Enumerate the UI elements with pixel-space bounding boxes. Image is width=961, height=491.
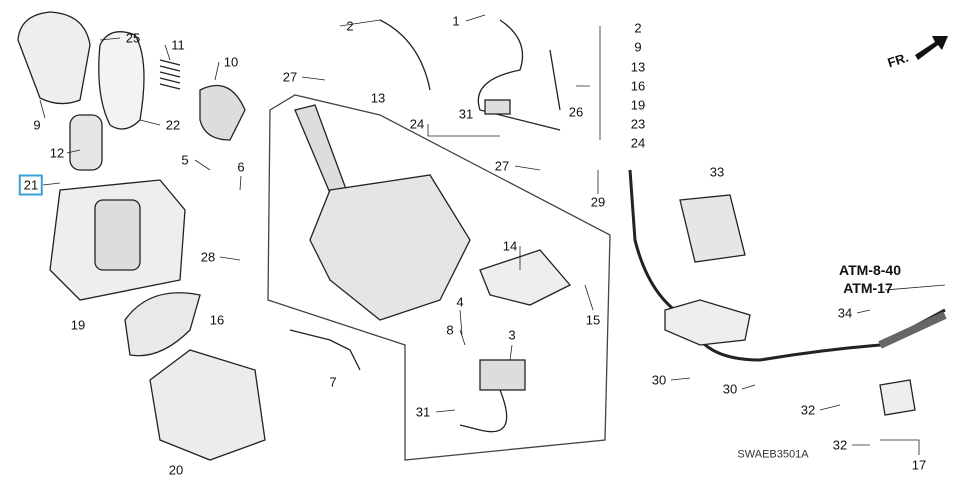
callout-8: 8 xyxy=(446,322,454,338)
callout-32: 32 xyxy=(800,402,816,418)
leader-lines xyxy=(39,14,920,455)
callout-27b: 27 xyxy=(494,158,510,174)
callout-19: 19 xyxy=(70,317,86,333)
callout-28: 28 xyxy=(200,249,216,265)
callout-24: 24 xyxy=(409,116,425,132)
callout-15: 15 xyxy=(585,312,601,328)
indicator-window-part xyxy=(94,199,141,271)
callout-16: 16 xyxy=(209,312,225,328)
callout-11: 11 xyxy=(171,37,185,53)
callout-27: 27 xyxy=(282,69,298,85)
common-part-23: 23 xyxy=(630,116,646,132)
reference-atm-17[interactable]: ATM-17 xyxy=(843,280,893,296)
solenoid-3-part xyxy=(479,359,526,391)
callout-21-highlighted[interactable]: 21 xyxy=(18,174,44,196)
callout-10: 10 xyxy=(223,54,239,70)
common-part-9: 9 xyxy=(634,39,642,55)
reference-pointer-line xyxy=(884,284,946,291)
callout-22: 22 xyxy=(165,117,181,133)
cable-plate-part xyxy=(664,299,751,346)
cover-part xyxy=(124,292,201,357)
bracket-14-part xyxy=(479,249,572,306)
rod-7-part xyxy=(289,329,361,371)
callout-1: 1 xyxy=(452,13,460,29)
assembly-boundary xyxy=(267,94,611,461)
knob-ring-part xyxy=(98,31,145,130)
callout-7: 7 xyxy=(329,374,337,390)
shift-cable-part xyxy=(628,169,946,362)
callout-4: 4 xyxy=(456,294,464,310)
common-part-16: 16 xyxy=(630,78,646,94)
front-arrow-icon xyxy=(915,36,948,60)
diagram-code: SWAEB3501A xyxy=(737,448,809,461)
callout-30: 30 xyxy=(651,372,667,388)
callout-3: 3 xyxy=(508,327,516,343)
callout-30b: 30 xyxy=(722,381,738,397)
callout-34: 34 xyxy=(837,305,853,321)
callout-5: 5 xyxy=(181,152,189,168)
harness-part xyxy=(379,19,561,131)
callout-6: 6 xyxy=(237,159,245,175)
spring-part xyxy=(159,59,181,90)
sleeve-part xyxy=(69,114,103,171)
harness-connector-part xyxy=(484,99,511,115)
common-part-2: 2 xyxy=(634,20,642,36)
callout-29: 29 xyxy=(590,194,606,210)
common-part-13: 13 xyxy=(630,59,646,75)
callout-32b: 32 xyxy=(832,437,848,453)
cover-33-part xyxy=(679,194,746,263)
callout-25: 25 xyxy=(125,30,141,46)
common-part-19: 19 xyxy=(630,97,646,113)
callout-31: 31 xyxy=(458,106,474,122)
reference-atm-8-40[interactable]: ATM-8-40 xyxy=(839,262,901,278)
cable-bracket-part xyxy=(879,379,916,416)
button-part xyxy=(199,84,246,141)
callout-9: 9 xyxy=(33,117,41,133)
callout-33: 33 xyxy=(709,164,725,180)
common-part-24: 24 xyxy=(630,135,646,151)
callout-31b: 31 xyxy=(415,404,431,420)
shifter-body-part xyxy=(309,174,471,321)
callout-13: 13 xyxy=(370,90,386,106)
callout-20: 20 xyxy=(168,462,184,478)
callout-17: 17 xyxy=(911,457,927,473)
callout-12: 12 xyxy=(49,145,65,161)
callout-2: 2 xyxy=(346,18,354,34)
solenoid-wire-part xyxy=(459,389,508,433)
shift-knob-part xyxy=(17,11,91,105)
callout-26: 26 xyxy=(568,104,584,120)
guide-part xyxy=(149,349,266,461)
callout-14: 14 xyxy=(502,238,518,254)
cable-end-part xyxy=(878,311,947,349)
